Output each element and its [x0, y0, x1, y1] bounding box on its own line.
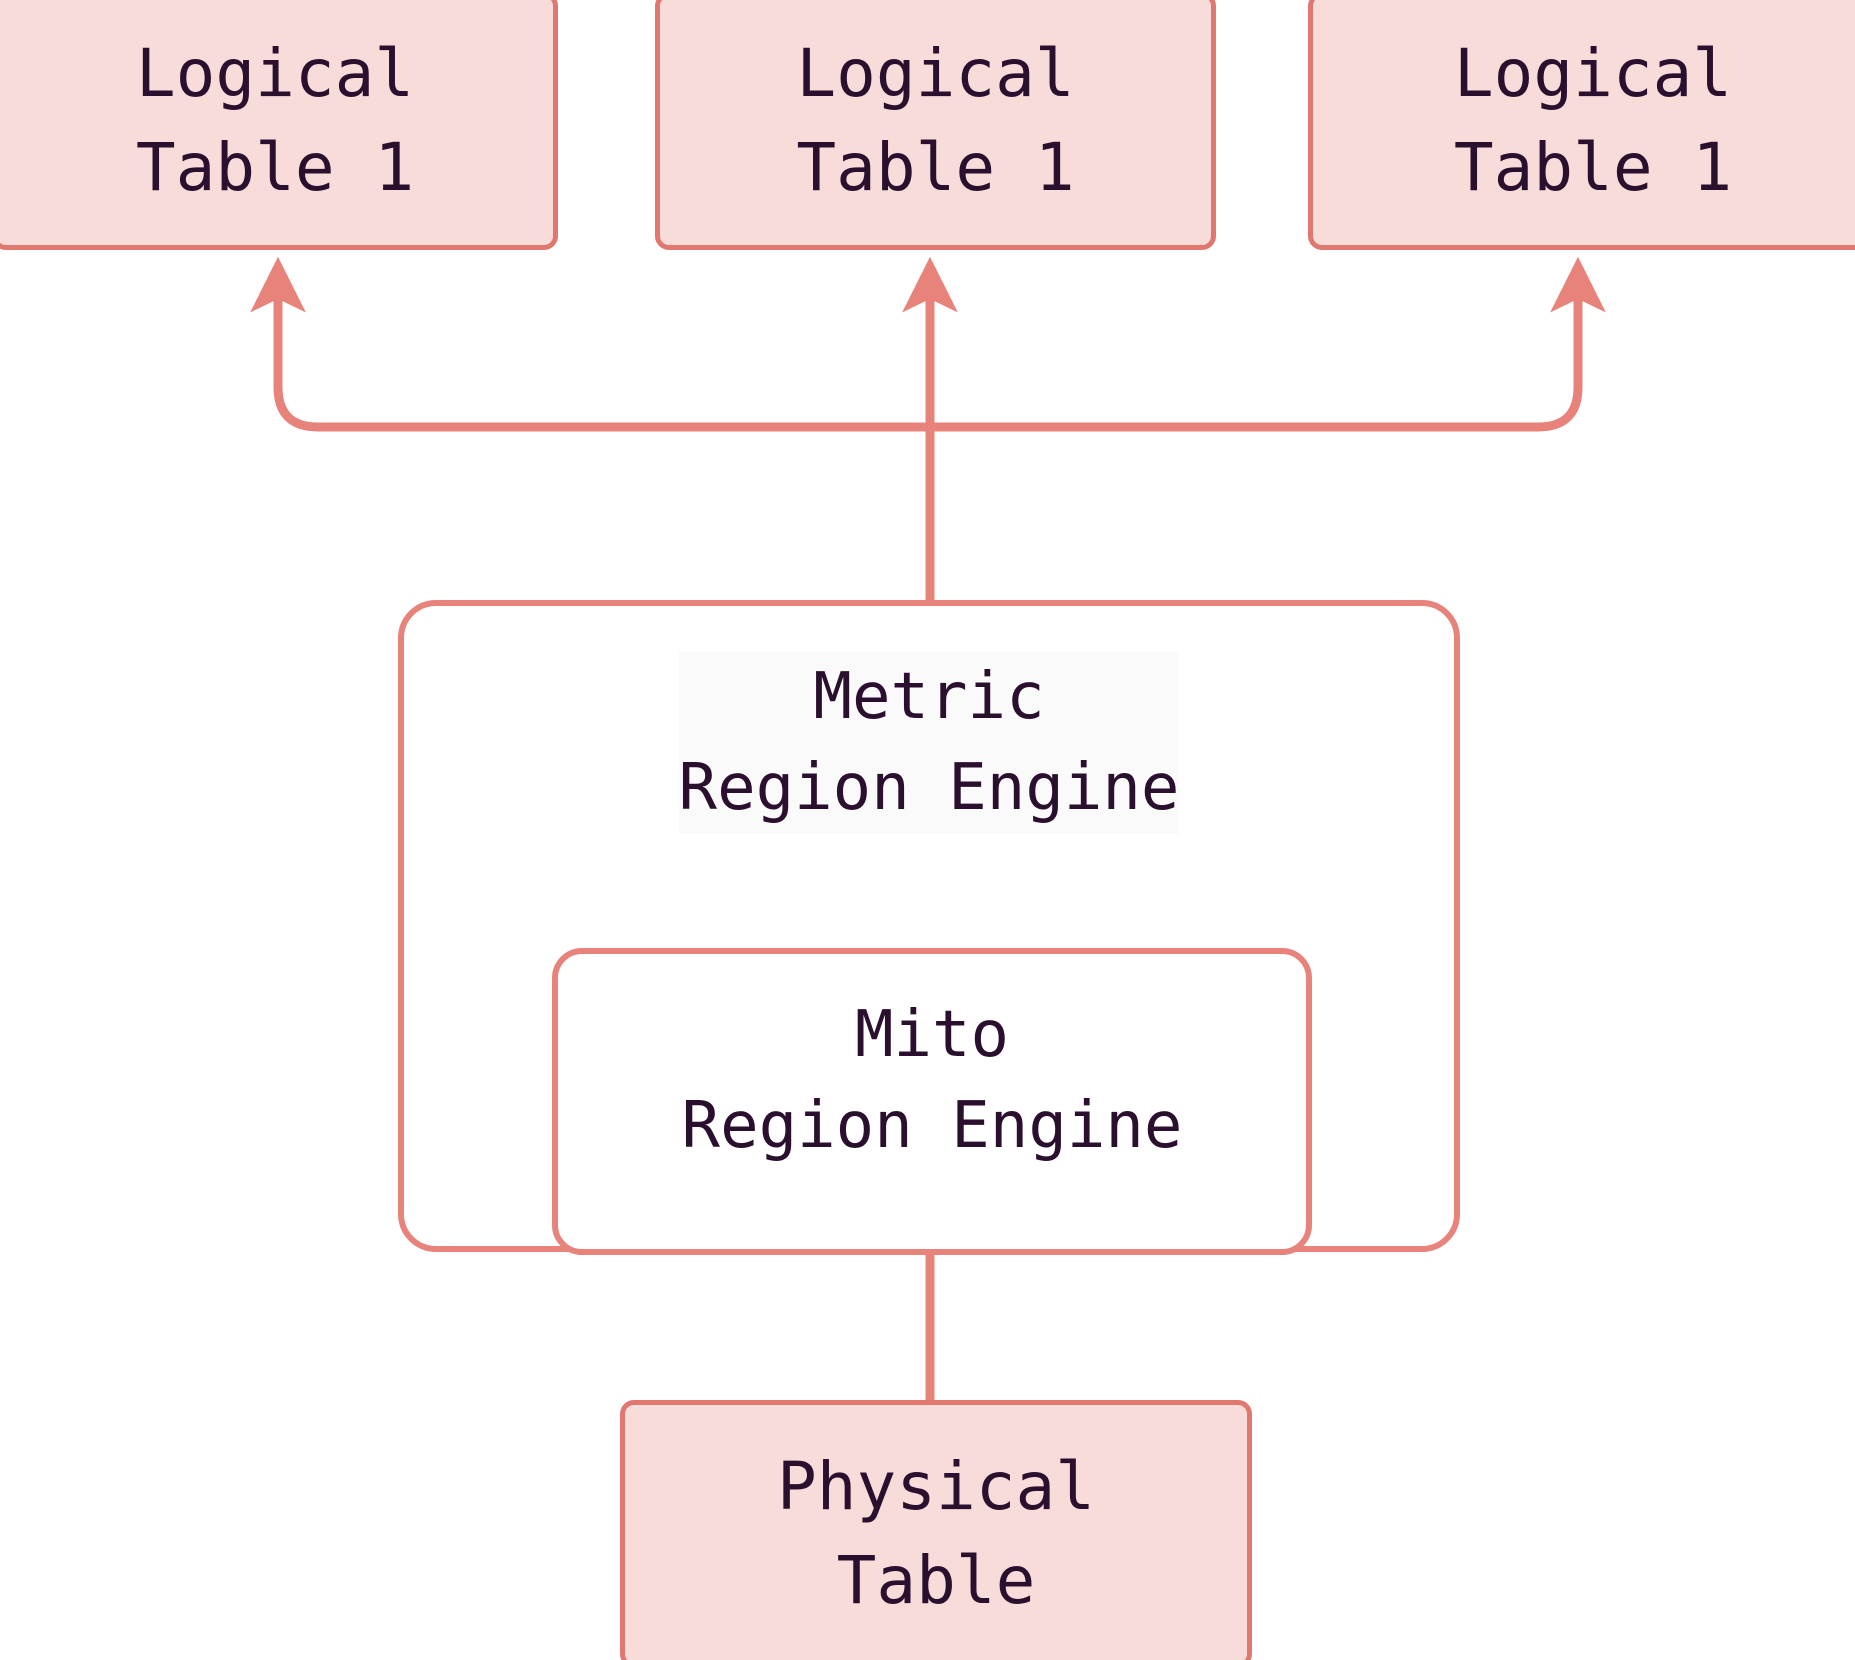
node-logical-table-2[interactable]: Logical Table 1 [655, 0, 1216, 250]
edge-metric-to-logical-table-1 [250, 256, 930, 432]
node-logical-table-2-label: Logical Table 1 [796, 35, 1075, 206]
edge-metric-to-logical-table-3 [930, 256, 1606, 432]
node-logical-table-1-label: Logical Table 1 [135, 35, 415, 206]
node-mito-region-engine-label: Mito Region Engine [681, 998, 1183, 1163]
node-mito-region-engine[interactable]: Mito Region Engine [552, 948, 1312, 1255]
node-metric-region-engine-label: Metric Region Engine [678, 652, 1180, 834]
node-physical-table[interactable]: Physical Table [620, 1400, 1252, 1660]
node-logical-table-1[interactable]: Logical Table 1 [0, 0, 558, 250]
node-logical-table-3-label: Logical Table 1 [1453, 35, 1733, 206]
node-physical-table-label: Physical Table [777, 1448, 1095, 1619]
node-logical-table-3[interactable]: Logical Table 1 [1308, 0, 1855, 250]
node-metric-region-engine[interactable]: Metric Region Engine [398, 600, 1460, 1252]
